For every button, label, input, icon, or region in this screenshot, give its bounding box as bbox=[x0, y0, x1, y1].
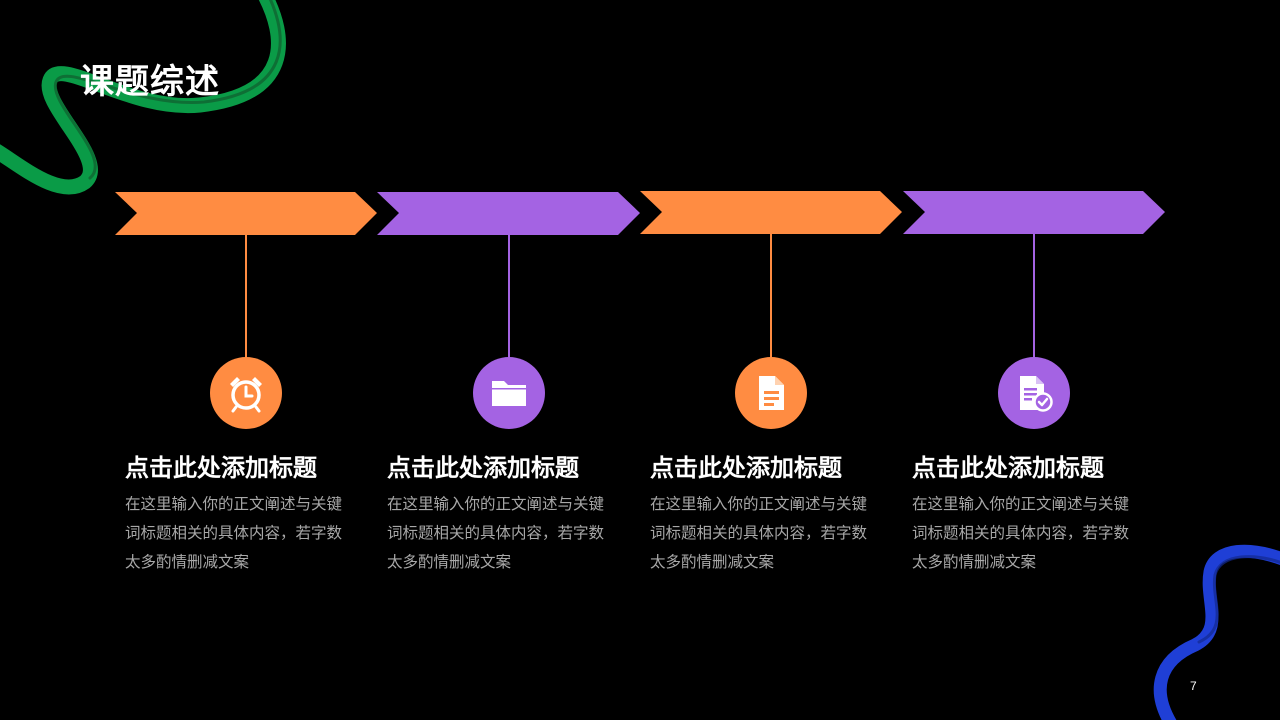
step-icon-badge bbox=[210, 357, 282, 429]
step-column-2: 点击此处添加标题 在这里输入你的正文阐述与关键词标题相关的具体内容，若字数太多酌… bbox=[387, 0, 649, 720]
slide-title: 课题综述 bbox=[80, 62, 220, 102]
page-number: 7 bbox=[1190, 679, 1197, 693]
step-icon-badge bbox=[998, 357, 1070, 429]
chevron-step-3 bbox=[640, 191, 902, 234]
connector-line bbox=[1033, 234, 1035, 358]
document-check-icon bbox=[1020, 376, 1053, 412]
chevron-step-1 bbox=[115, 192, 377, 235]
step-description: 在这里输入你的正文阐述与关键词标题相关的具体内容，若字数太多酌情删减文案 bbox=[125, 495, 343, 571]
connector-line bbox=[770, 234, 772, 358]
step-description: 在这里输入你的正文阐述与关键词标题相关的具体内容，若字数太多酌情删减文案 bbox=[650, 495, 868, 571]
step-icon-badge bbox=[735, 357, 807, 429]
step-column-3: 点击此处添加标题 在这里输入你的正文阐述与关键词标题相关的具体内容，若字数太多酌… bbox=[650, 0, 912, 720]
step-description: 在这里输入你的正文阐述与关键词标题相关的具体内容，若字数太多酌情删减文案 bbox=[912, 495, 1130, 571]
step-column-4: 点击此处添加标题 在这里输入你的正文阐述与关键词标题相关的具体内容，若字数太多酌… bbox=[912, 0, 1174, 720]
chevron-step-2 bbox=[377, 192, 640, 235]
step-heading: 点击此处添加标题 bbox=[125, 454, 317, 482]
step-icon-badge bbox=[473, 357, 545, 429]
connector-line bbox=[508, 234, 510, 358]
step-column-1: 点击此处添加标题 在这里输入你的正文阐述与关键词标题相关的具体内容，若字数太多酌… bbox=[125, 0, 387, 720]
connector-line bbox=[245, 234, 247, 358]
green-brush-stroke-texture bbox=[53, 0, 282, 180]
folder-icon bbox=[492, 381, 526, 406]
blue-brush-stroke bbox=[1153, 544, 1280, 720]
document-icon bbox=[759, 376, 784, 410]
step-heading: 点击此处添加标题 bbox=[912, 454, 1104, 482]
step-description: 在这里输入你的正文阐述与关键词标题相关的具体内容，若字数太多酌情删减文案 bbox=[387, 495, 605, 571]
chevron-step-4 bbox=[903, 191, 1165, 234]
alarm-clock-icon bbox=[230, 377, 262, 413]
step-heading: 点击此处添加标题 bbox=[650, 454, 842, 482]
blue-brush-stroke-texture bbox=[1197, 555, 1280, 644]
step-heading: 点击此处添加标题 bbox=[387, 454, 579, 482]
